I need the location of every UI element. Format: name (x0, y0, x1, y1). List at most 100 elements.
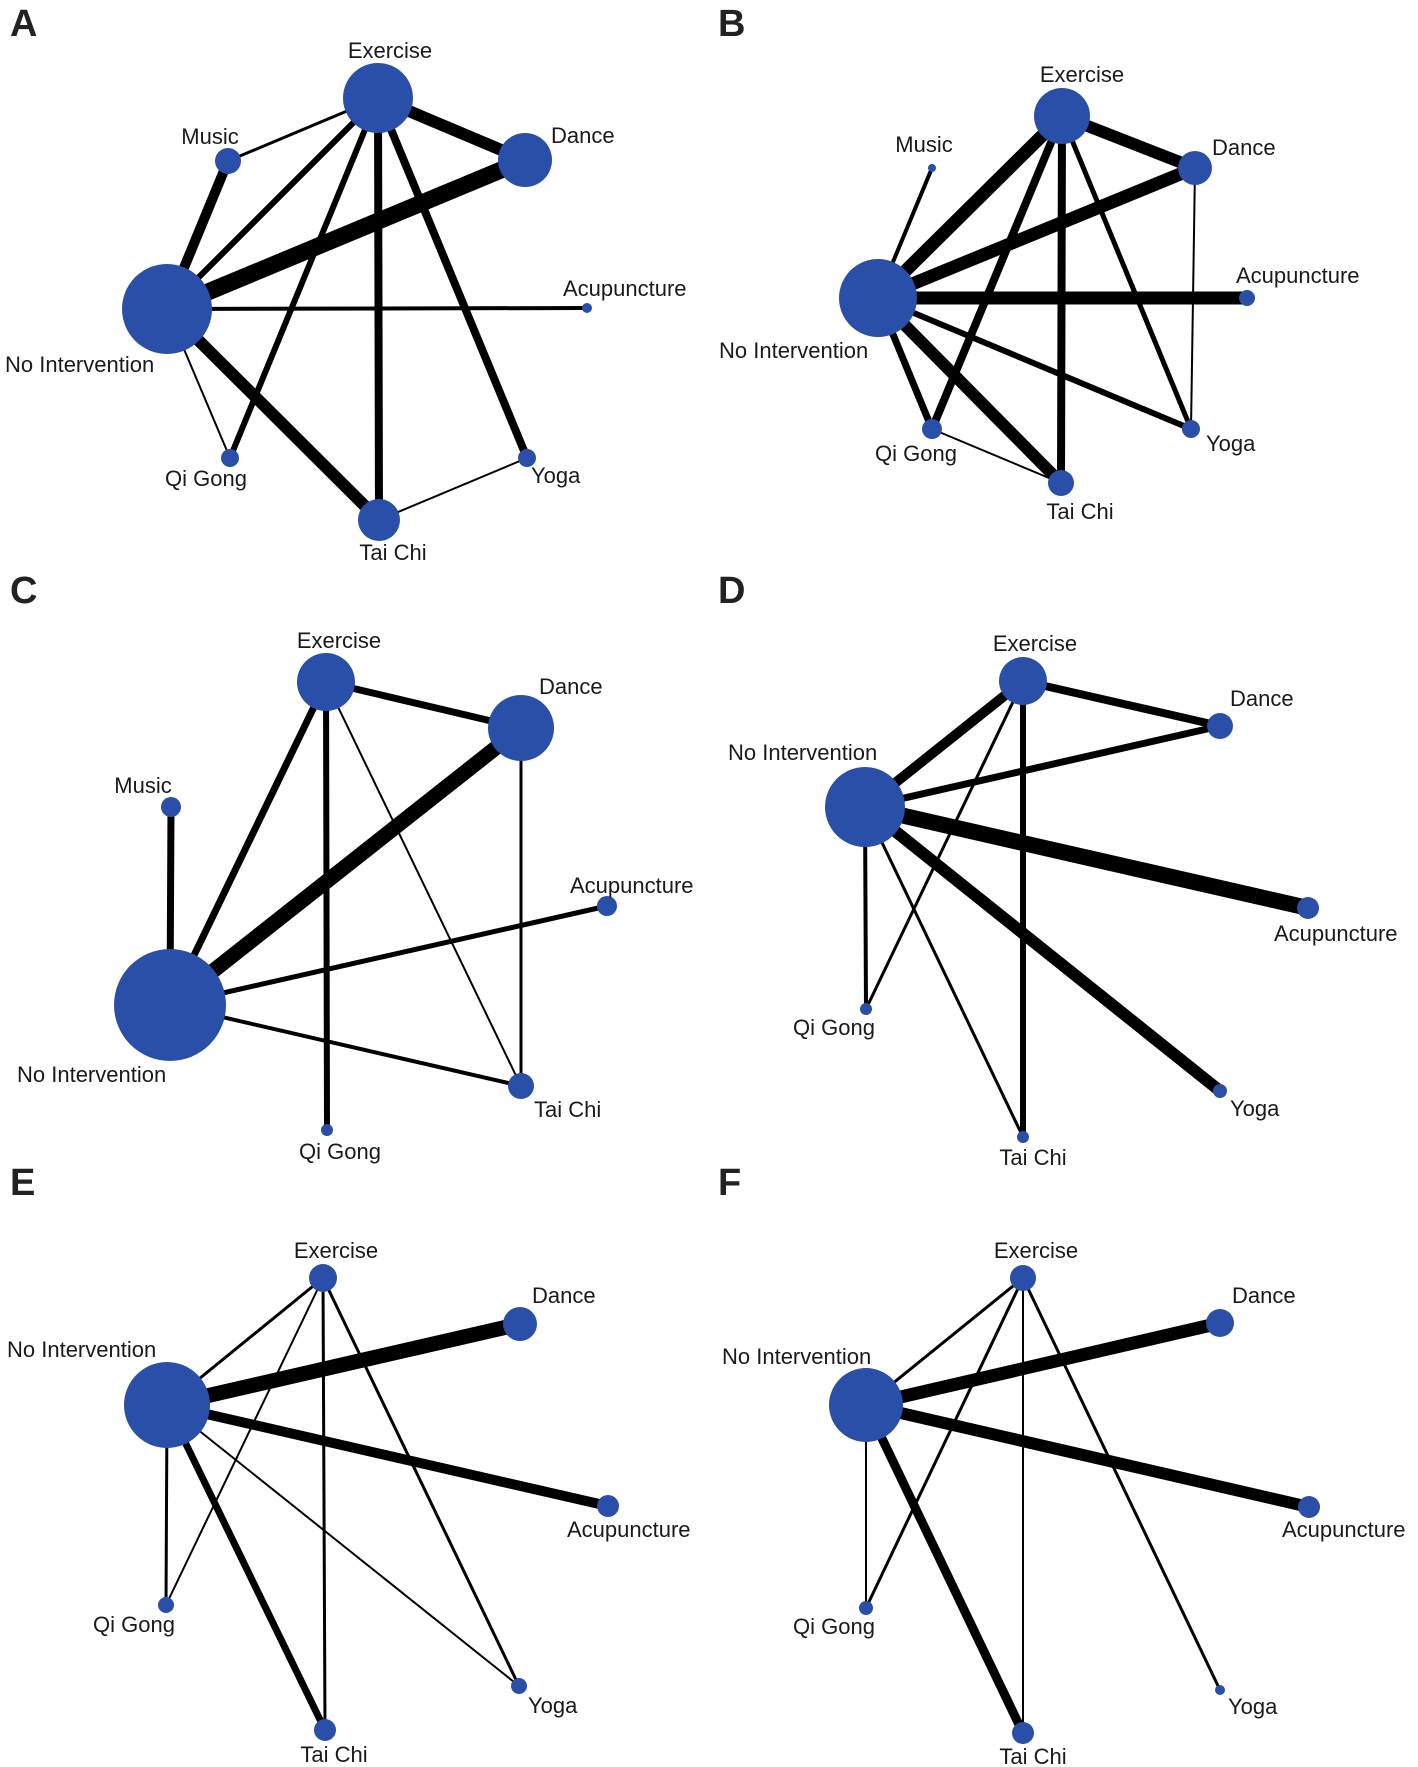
node-label-taichi: Tai Chi (1046, 499, 1113, 524)
node-label-acupuncture: Acupuncture (1236, 263, 1360, 288)
node-yoga (518, 449, 536, 467)
node-acupuncture (1239, 290, 1255, 306)
edge-nointervention-dance (163, 152, 529, 317)
node-dance (1206, 1309, 1234, 1337)
node-label-acupuncture: Acupuncture (1282, 1517, 1406, 1542)
node-acupuncture (582, 303, 592, 313)
node-exercise (343, 63, 413, 133)
node-label-yoga: Yoga (1228, 1694, 1278, 1719)
node-music (928, 164, 936, 172)
node-exercise (297, 653, 355, 711)
node-label-qigong: Qi Gong (93, 1612, 175, 1637)
edge-exercise-nointervention (166, 680, 330, 1007)
edge-nointervention-acupuncture (165, 1400, 610, 1511)
node-label-qigong: Qi Gong (793, 1614, 875, 1639)
node-label-music: Music (895, 132, 952, 157)
edge-nointervention-yoga (166, 1404, 520, 1687)
node-yoga (1182, 420, 1200, 438)
edge-exercise-qigong (165, 1277, 324, 1606)
node-label-nointervention: No Intervention (728, 740, 877, 765)
node-label-dance: Dance (539, 674, 603, 699)
edge-taichi-yoga (378, 457, 528, 521)
node-label-exercise: Exercise (294, 1238, 378, 1263)
edge-exercise-qigong (323, 681, 330, 1131)
node-label-acupuncture: Acupuncture (1274, 921, 1398, 946)
node-taichi (1048, 470, 1074, 496)
node-qigong (158, 1597, 174, 1613)
panel-letter: A (10, 3, 37, 45)
node-dance (1207, 713, 1233, 739)
node-label-nointervention: No Intervention (17, 1062, 166, 1087)
node-label-taichi: Tai Chi (534, 1097, 601, 1122)
node-nointervention (124, 1362, 210, 1448)
node-exercise (1010, 1265, 1036, 1291)
node-nointervention (122, 264, 212, 354)
edge-exercise-yoga (1021, 1277, 1222, 1691)
node-nointervention (825, 767, 905, 847)
node-dance (503, 1307, 537, 1341)
node-taichi (1012, 1722, 1034, 1744)
edge-exercise-qigong (864, 680, 1025, 1010)
node-label-acupuncture: Acupuncture (567, 1517, 691, 1542)
edge-nointervention-taichi (163, 1403, 329, 1732)
node-label-acupuncture: Acupuncture (563, 276, 687, 301)
node-label-exercise: Exercise (348, 38, 432, 63)
panel-letter: C (10, 570, 37, 612)
node-dance (1178, 151, 1212, 185)
edge-nointervention-taichi (873, 293, 1066, 488)
node-label-dance: Dance (551, 123, 615, 148)
node-label-dance: Dance (532, 1283, 596, 1308)
node-label-yoga: Yoga (531, 463, 581, 488)
node-nointervention (114, 949, 226, 1061)
node-exercise (309, 1264, 337, 1292)
node-label-music: Music (181, 124, 238, 149)
node-label-qigong: Qi Gong (165, 466, 247, 491)
edge-nointervention-yoga (861, 802, 1224, 1096)
edge-exercise-yoga (321, 1277, 521, 1687)
node-qigong (859, 1601, 873, 1615)
node-acupuncture (597, 896, 617, 916)
node-acupuncture (597, 1495, 619, 1517)
edge-nointervention-taichi (169, 1003, 522, 1088)
node-label-dance: Dance (1232, 1283, 1296, 1308)
node-taichi (358, 499, 400, 541)
edge-exercise-nointervention (873, 111, 1067, 303)
node-nointervention (839, 259, 917, 337)
node-label-yoga: Yoga (528, 1693, 578, 1718)
edge-nointervention-dance (864, 1316, 1222, 1412)
node-music (215, 148, 241, 174)
edge-exercise-yoga (374, 96, 531, 460)
panel-letter: E (10, 1162, 35, 1204)
node-label-qigong: Qi Gong (793, 1015, 875, 1040)
edge-exercise-taichi (325, 681, 522, 1087)
node-label-qigong: Qi Gong (299, 1139, 381, 1164)
edge-nointervention-acupuncture (864, 1399, 1311, 1513)
edge-exercise-nointervention (164, 95, 381, 312)
edge-nointervention-dance (165, 1316, 522, 1413)
node-exercise (999, 657, 1047, 705)
edge-qigong-taichi (931, 428, 1062, 484)
node-label-acupuncture: Acupuncture (570, 873, 694, 898)
edge-exercise-dance (325, 678, 522, 732)
node-label-yoga: Yoga (1230, 1096, 1280, 1121)
node-qigong (922, 419, 942, 439)
edges (165, 678, 608, 1131)
node-qigong (221, 449, 239, 467)
edge-nointervention-dance (864, 722, 1221, 811)
node-label-exercise: Exercise (994, 1238, 1078, 1263)
node-nointervention (829, 1368, 903, 1442)
node-taichi (1017, 1131, 1029, 1143)
edges (861, 1276, 1311, 1735)
node-taichi (508, 1073, 534, 1099)
node-acupuncture (1297, 897, 1319, 919)
edge-exercise-dance (1022, 677, 1221, 730)
